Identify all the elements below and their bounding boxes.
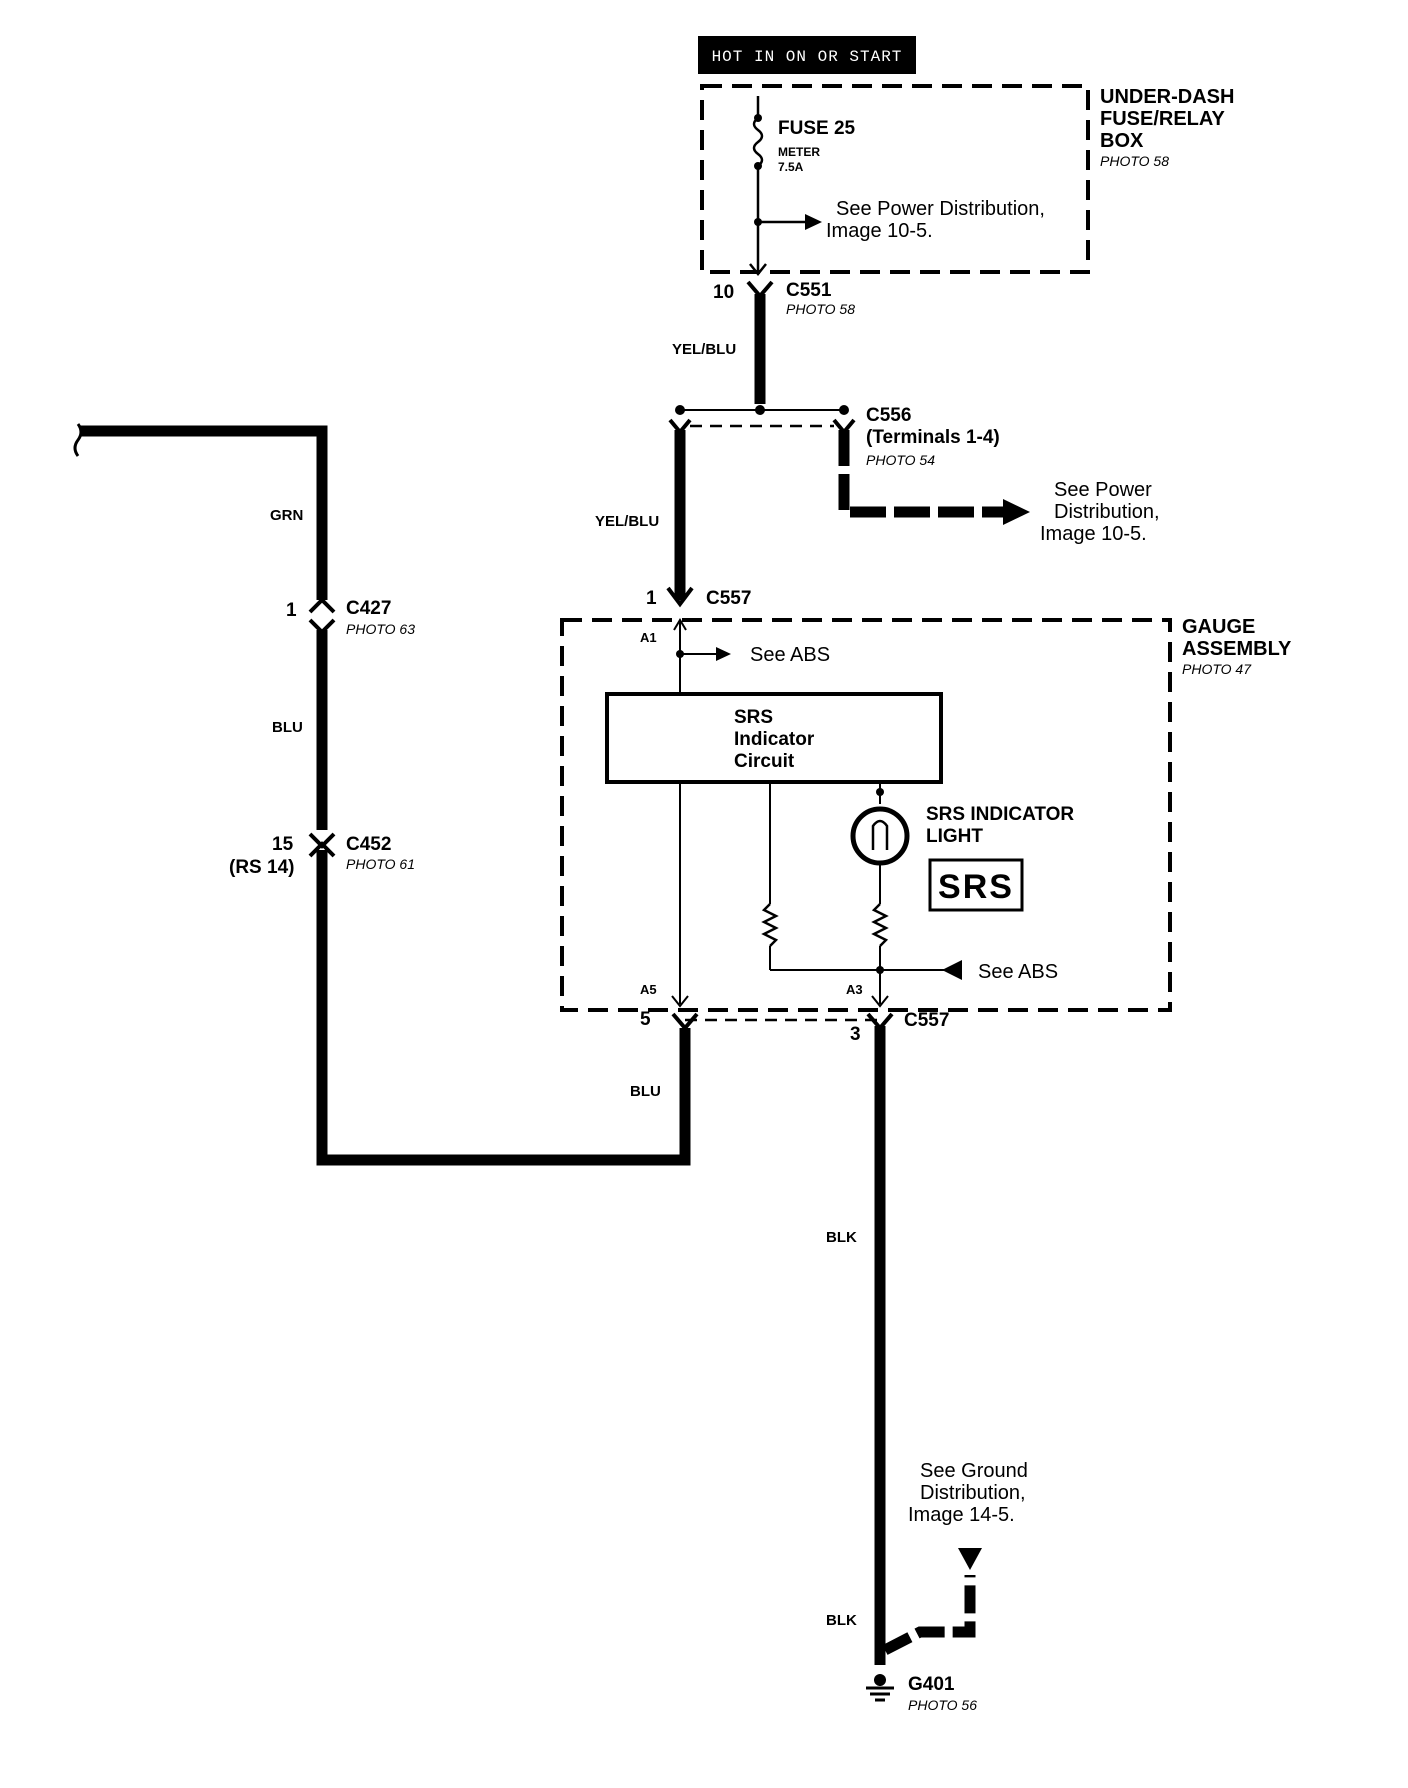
resistor-right-icon <box>871 903 889 947</box>
fuse-box-photo: PHOTO 58 <box>1100 153 1169 169</box>
c556-power-branch: See Power Distribution, Image 10-5. <box>838 430 1160 545</box>
wire-label-blk-upper: BLK <box>826 1229 857 1246</box>
gauge-see-abs-top: See ABS <box>750 644 830 666</box>
srs-badge: SRS <box>928 858 1024 912</box>
c557-bottom-pin-right: 3 <box>850 1024 861 1045</box>
ground-see-1: See Ground <box>920 1460 1028 1482</box>
circuit-label-2: Indicator <box>734 729 815 750</box>
c557-top-pin: 1 <box>646 588 657 609</box>
connector-c551: 10 C551 PHOTO 58 <box>713 280 855 317</box>
ground-distribution-branch: See Ground Distribution, Image 14-5. <box>882 1460 1028 1655</box>
c556-terminals: (Terminals 1-4) <box>866 427 1000 448</box>
c452-photo: PHOTO 61 <box>346 856 415 872</box>
c551-pin: 10 <box>713 282 734 303</box>
wire-label-blu-left: BLU <box>272 719 303 736</box>
circuit-label-3: Circuit <box>734 751 795 772</box>
c556-name: C556 <box>866 405 911 426</box>
connector-c427: 1 C427 PHOTO 63 <box>286 597 415 637</box>
connector-c452: 15 (RS 14) C452 PHOTO 61 <box>229 832 415 878</box>
hot-label-text: HOT IN ON OR START <box>712 48 903 66</box>
c427-pin: 1 <box>286 600 297 621</box>
arrow-right-icon <box>716 647 731 661</box>
resistor-left-icon <box>761 903 779 947</box>
connector-c556: C556 (Terminals 1-4) PHOTO 54 <box>668 405 1000 468</box>
gauge-assembly: GAUGE ASSEMBLY PHOTO 47 A1 See ABS SRS I… <box>560 616 1292 1012</box>
arrow-right-icon <box>805 214 822 230</box>
srs-light-label-2: LIGHT <box>926 826 983 847</box>
g401-photo: PHOTO 56 <box>908 1697 977 1713</box>
c551-photo: PHOTO 58 <box>786 301 855 317</box>
g401-name: G401 <box>908 1674 955 1695</box>
fuse-25-icon <box>752 117 764 167</box>
gauge-title-1: GAUGE <box>1182 616 1255 638</box>
c427-photo: PHOTO 63 <box>346 621 415 637</box>
c557-top-name: C557 <box>706 588 751 609</box>
circuit-label-1: SRS <box>734 707 773 728</box>
hot-in-on-or-start-label: HOT IN ON OR START <box>698 36 916 74</box>
fuse-see-power-2: Image 10-5. <box>826 220 933 242</box>
ground-see-2: Distribution, <box>920 1482 1026 1504</box>
gauge-see-abs-bottom: See ABS <box>978 961 1058 983</box>
connector-c557-top: 1 C557 <box>646 586 751 631</box>
arrow-left-icon <box>942 960 962 980</box>
wire-label-blu-bottom: BLU <box>630 1083 661 1100</box>
fuse-name: FUSE 25 <box>778 118 856 139</box>
wire-label-yel-blu-top: YEL/BLU <box>672 341 736 358</box>
fuse-see-power-1: See Power Distribution, <box>836 198 1045 220</box>
wire-label-yel-blu-mid: YEL/BLU <box>595 513 659 530</box>
c551-name: C551 <box>786 280 832 301</box>
gauge-title-2: ASSEMBLY <box>1182 638 1292 660</box>
c556-see-1: See Power <box>1054 479 1152 501</box>
arrow-right-icon <box>1003 499 1030 525</box>
arrow-up-icon <box>958 1548 982 1570</box>
wire-label-blk-lower: BLK <box>826 1612 857 1629</box>
srs-light-label-1: SRS INDICATOR <box>926 804 1074 825</box>
fuse-box-title-1: UNDER-DASH <box>1100 86 1234 108</box>
fuse-box-title-3: BOX <box>1100 130 1144 152</box>
c452-pin-alt: (RS 14) <box>229 857 294 878</box>
c556-see-3: Image 10-5. <box>1040 523 1147 545</box>
c427-name: C427 <box>346 598 391 619</box>
c556-photo: PHOTO 54 <box>866 452 935 468</box>
gauge-pin-a5: A5 <box>640 982 657 997</box>
wire-blu-bottom <box>316 850 691 1166</box>
fuse-circuit: METER <box>778 145 820 159</box>
gauge-pin-a1: A1 <box>640 630 657 645</box>
fuse-rating: 7.5A <box>778 160 804 174</box>
srs-indicator-bulb-icon <box>850 806 910 866</box>
fuse-box-title-2: FUSE/RELAY <box>1100 108 1226 130</box>
gauge-pin-a3: A3 <box>846 982 863 997</box>
c556-see-2: Distribution, <box>1054 501 1160 523</box>
c557-bottom-pin-left: 5 <box>640 1009 651 1030</box>
gauge-photo: PHOTO 47 <box>1182 661 1252 677</box>
c452-pin: 15 <box>272 834 294 855</box>
srs-badge-text: SRS <box>938 868 1014 906</box>
connector-c557-bottom: 5 3 C557 <box>640 1009 949 1045</box>
srs-indicator-circuit <box>605 692 943 784</box>
ground-icon <box>866 1686 894 1702</box>
ground-g401: G401 PHOTO 56 <box>866 1674 977 1713</box>
wire-grn <box>73 423 328 600</box>
under-dash-fuse-relay-box: UNDER-DASH FUSE/RELAY BOX PHOTO 58 FUSE … <box>700 84 1234 277</box>
wire-label-grn: GRN <box>270 507 303 524</box>
ground-see-3: Image 14-5. <box>908 1504 1015 1526</box>
c452-name: C452 <box>346 834 391 855</box>
c557-bottom-name: C557 <box>904 1010 949 1031</box>
